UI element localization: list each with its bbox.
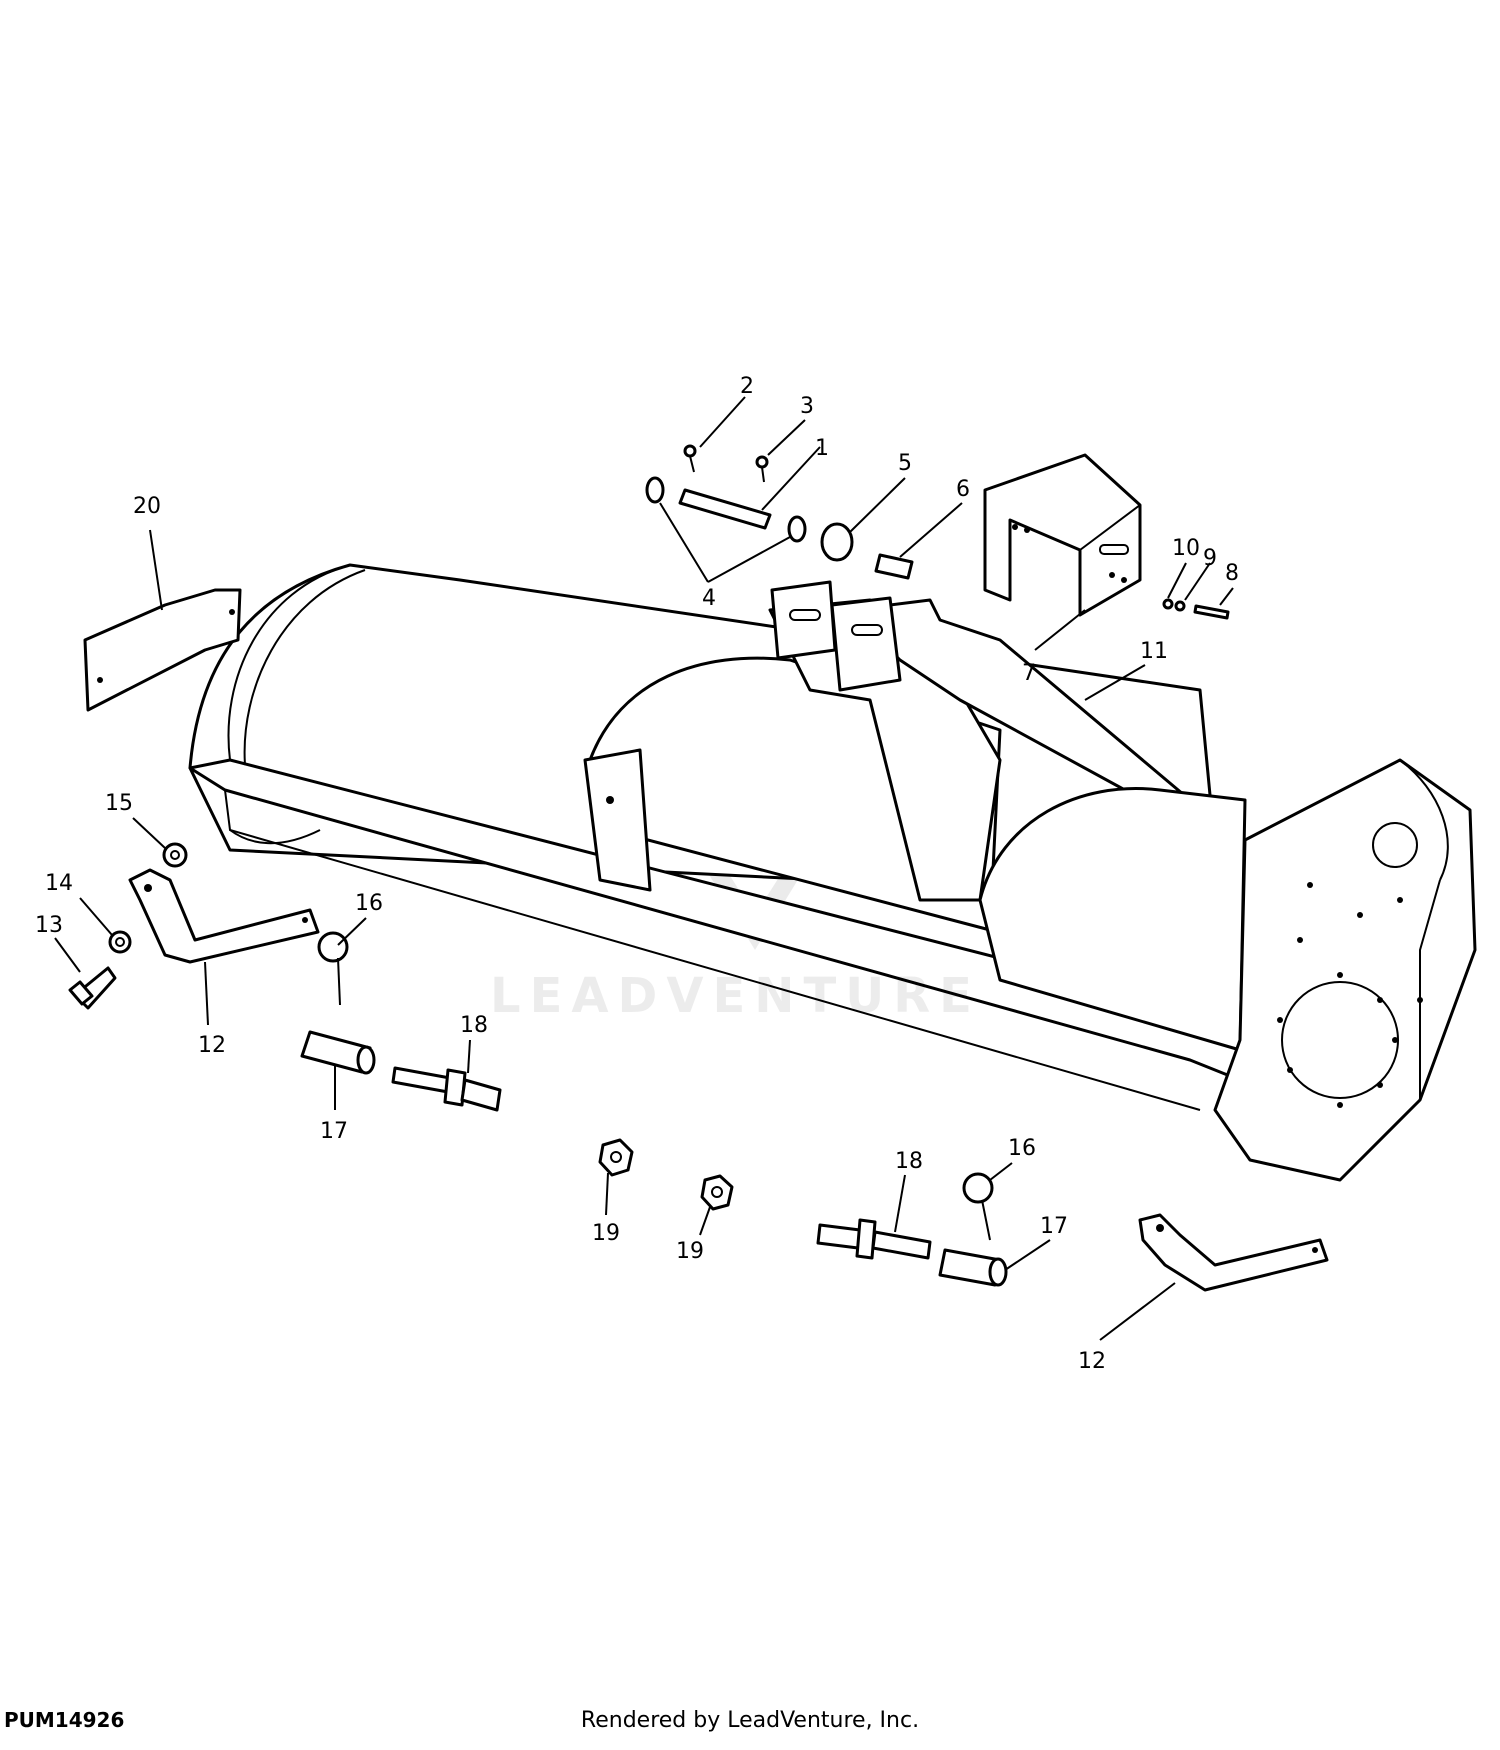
callout-7: 7 <box>1022 661 1036 686</box>
render-credit: Rendered by LeadVenture, Inc. <box>580 1708 920 1733</box>
callout-15: 15 <box>105 791 133 816</box>
part-14-lock-washer <box>108 930 132 954</box>
callout-4: 4 <box>702 586 716 611</box>
callout-16: 16 <box>355 891 383 916</box>
callout-18b: 18 <box>895 1149 923 1174</box>
part-16-ring-pin-left <box>317 931 349 1006</box>
part-2-clip <box>683 444 697 473</box>
callout-8: 8 <box>1225 561 1239 586</box>
callout-2: 2 <box>740 374 754 399</box>
tiller-shield-assembly <box>188 563 1477 1182</box>
callout-12: 12 <box>198 1033 226 1058</box>
part-16-ring-pin-right <box>962 1172 994 1241</box>
part-17-sleeve-right <box>938 1248 1008 1287</box>
callout-18: 18 <box>460 1013 488 1038</box>
callout-16b: 16 <box>1008 1136 1036 1161</box>
part-4-washers <box>645 476 807 543</box>
figure-code: PUM14926 <box>4 1708 125 1732</box>
part-7-hitch-cover <box>983 453 1142 617</box>
callout-9: 9 <box>1203 546 1217 571</box>
watermark-text: LEADVENTURE <box>490 968 981 1024</box>
part-15-nut <box>162 842 188 868</box>
part-8-screw <box>1193 604 1230 620</box>
callout-13: 13 <box>35 913 63 938</box>
part-6-spacer <box>874 553 914 580</box>
part-19-nut-b <box>700 1174 734 1211</box>
callout-1: 1 <box>815 436 829 461</box>
part-17-sleeve-left <box>300 1030 376 1075</box>
part-3-clip <box>755 455 769 483</box>
part-1-pin <box>678 488 772 530</box>
part-20-shield-bracket <box>83 588 242 712</box>
part-19-nut-a <box>598 1138 634 1177</box>
part-5-bushing <box>820 522 854 562</box>
callout-leader-lines <box>54 396 1234 1341</box>
callout-12b: 12 <box>1078 1349 1106 1374</box>
part-12-strap-left <box>128 868 320 964</box>
part-13-bolt <box>68 966 117 1010</box>
part-12-strap-right <box>1138 1213 1329 1292</box>
part-9-washer <box>1174 600 1186 612</box>
part-10-nut <box>1162 598 1174 610</box>
callout-11: 11 <box>1140 639 1168 664</box>
callout-14: 14 <box>45 871 73 896</box>
callout-17: 17 <box>320 1119 348 1144</box>
callout-19: 19 <box>592 1221 620 1246</box>
end-plate-bolt-holes <box>1277 882 1423 1108</box>
callout-20: 20 <box>133 494 161 519</box>
callout-numbers: 1 2 3 4 5 6 7 8 9 10 11 12 12 13 14 15 1… <box>35 374 1239 1374</box>
part-18-hitch-pin-right <box>816 1218 932 1260</box>
part-18-hitch-pin-left <box>391 1066 502 1112</box>
callout-17b: 17 <box>1040 1214 1068 1239</box>
callout-5: 5 <box>898 451 912 476</box>
callout-3: 3 <box>800 394 814 419</box>
callout-6: 6 <box>956 477 970 502</box>
callout-10: 10 <box>1172 536 1200 561</box>
callout-19b: 19 <box>676 1239 704 1264</box>
